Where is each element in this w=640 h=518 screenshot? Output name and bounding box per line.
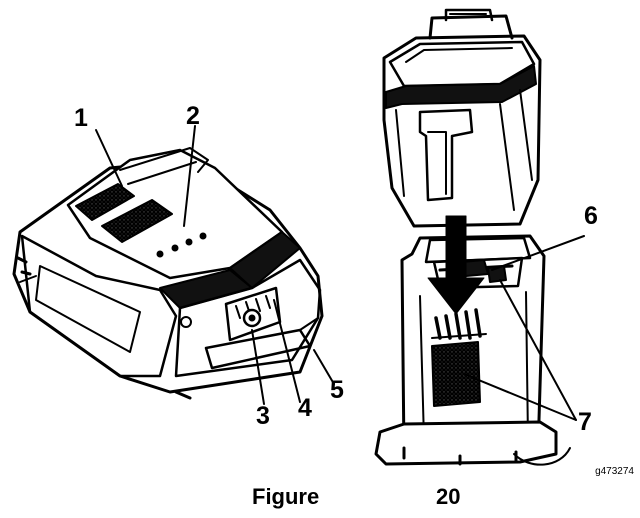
- callout-7: 7: [578, 408, 592, 436]
- callout-3: 3: [256, 402, 270, 430]
- insert-arrow-icon: [427, 215, 485, 315]
- callout-1: 1: [74, 104, 88, 132]
- callout-4: 4: [298, 394, 312, 422]
- graphic-code: g473274: [595, 466, 634, 477]
- callout-6: 6: [584, 202, 598, 230]
- battery-pack-icon: [12, 147, 324, 400]
- leader-lines-left: [95, 125, 335, 405]
- callout-2: 2: [186, 102, 200, 130]
- figure-caption-number: 20: [436, 484, 461, 509]
- callout-5: 5: [330, 376, 344, 404]
- figure-caption-label: Figure: [252, 484, 320, 509]
- leader-lines-right: [463, 235, 585, 421]
- battery-pack-upright-icon: [382, 8, 542, 228]
- battery-charger-icon: [374, 234, 571, 466]
